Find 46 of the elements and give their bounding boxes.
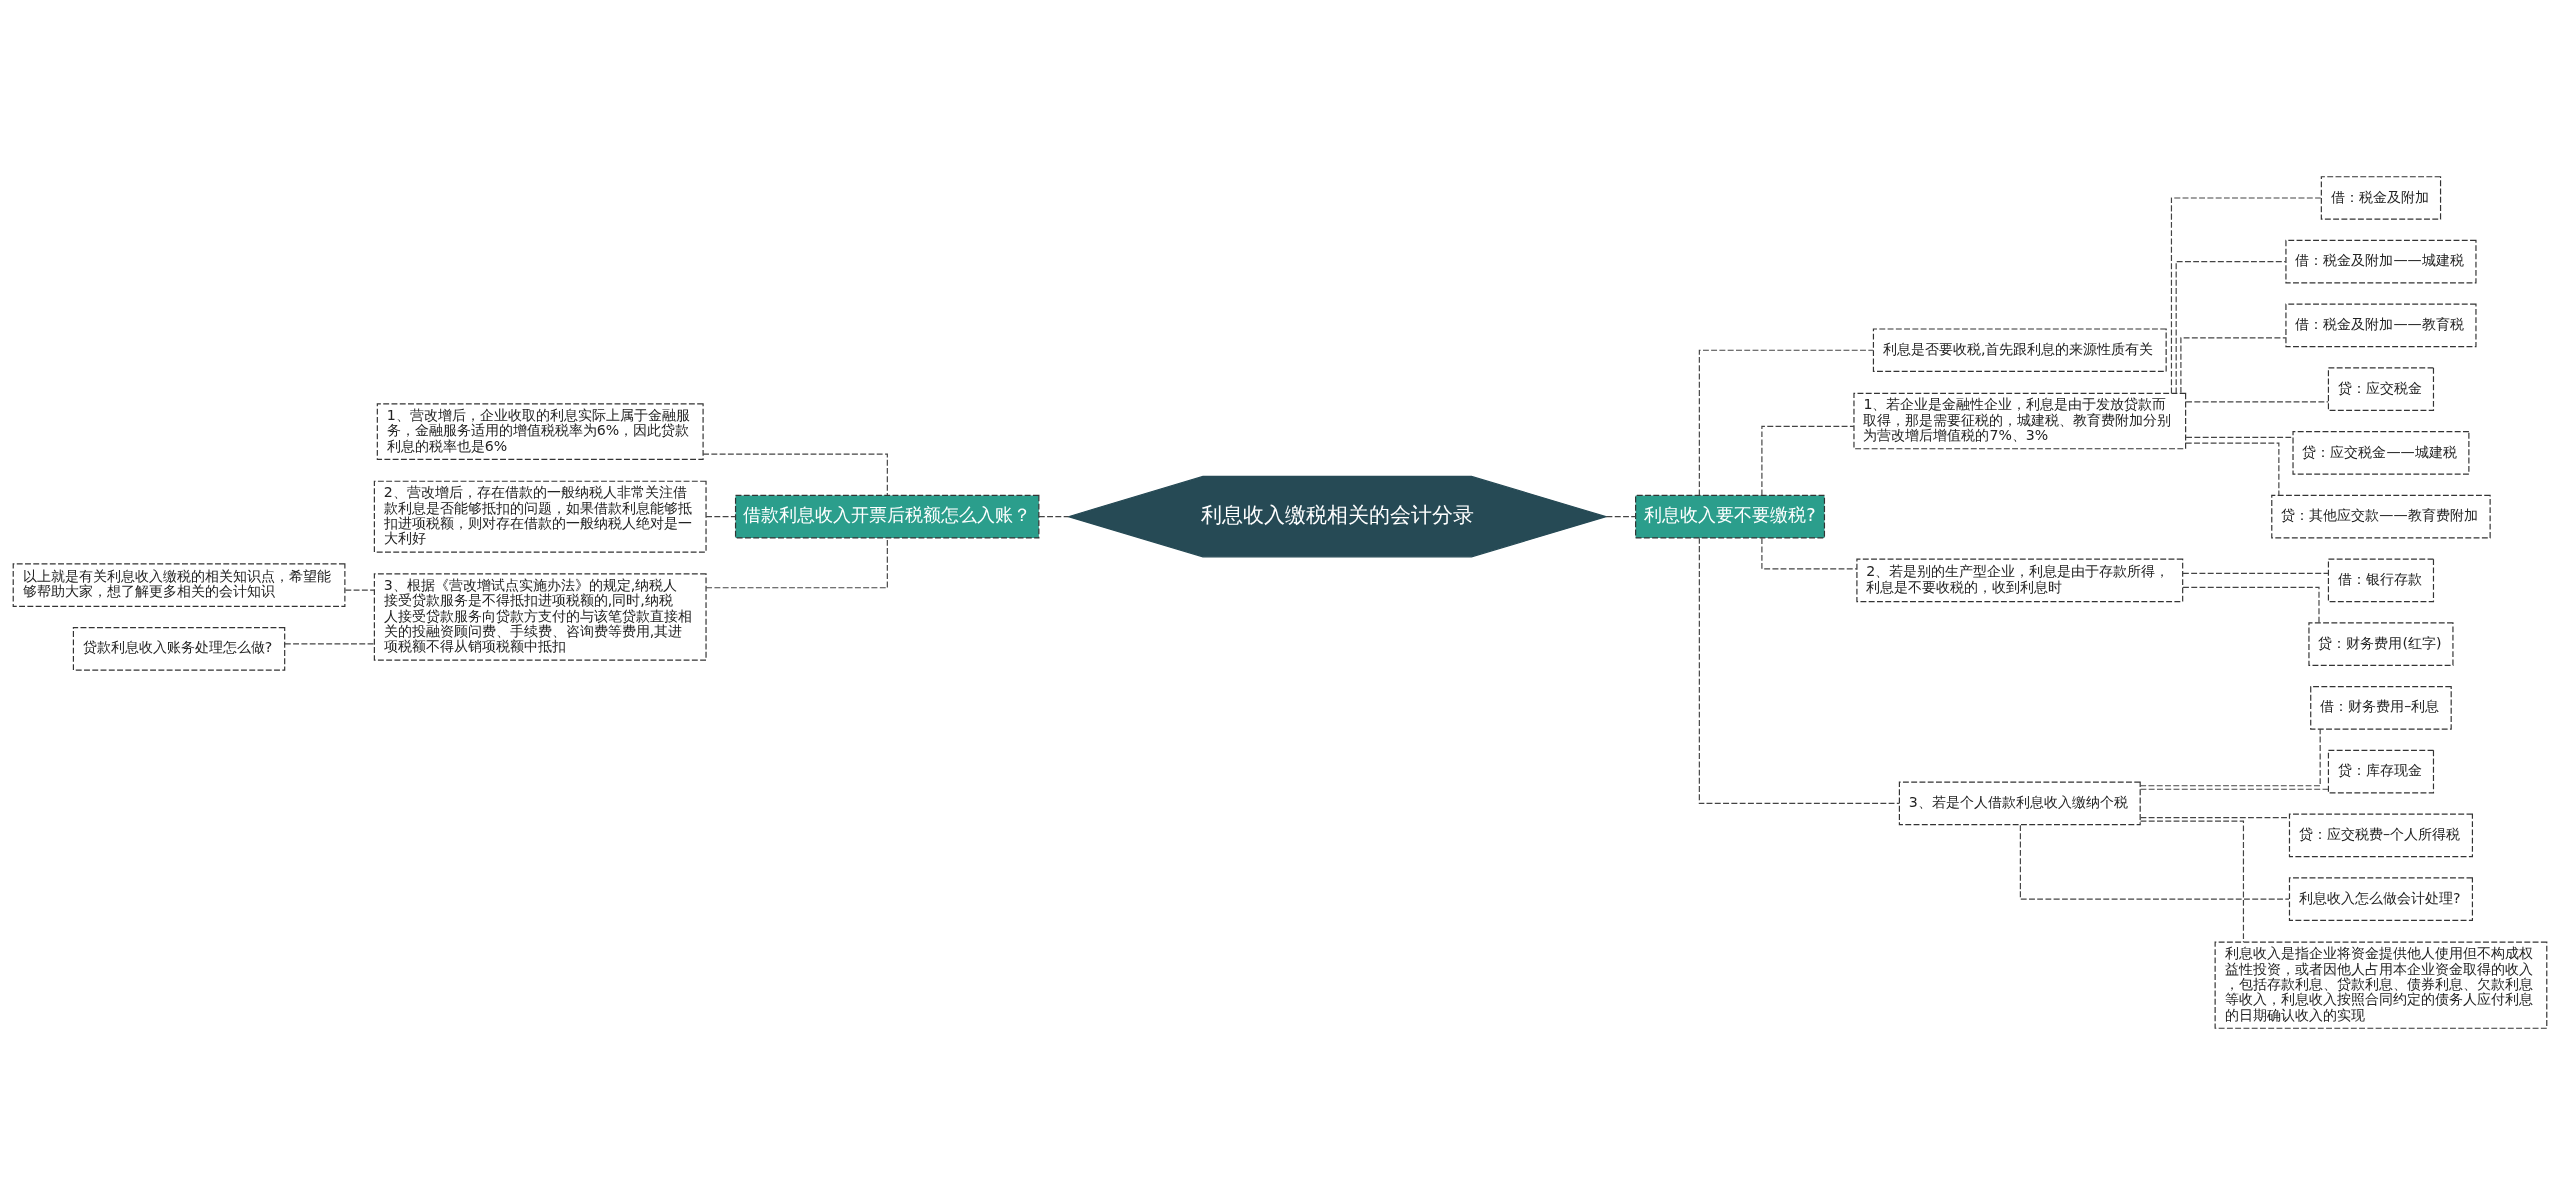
connector [705, 515, 736, 517]
node-box: 借：税金及附加——教育税 [2285, 303, 2477, 347]
node-box: 借款利息收入开票后税额怎么入账？ [734, 494, 1040, 538]
node-box: 1、营改增后，企业收取的利息实际上属于金融服务，金融服务适用的增值税税率为6%，因此贷款利息的税率也是6% [376, 402, 704, 460]
connector [2170, 196, 2322, 394]
node-box: 2、若是别的生产型企业，利息是由于存款所得，利息是不要收税的，收到利息时 [1856, 558, 2184, 602]
connector [2180, 336, 2287, 393]
connector [344, 589, 375, 591]
connector [2185, 442, 2280, 496]
node-box: 利息收入怎么做会计处理? [2288, 876, 2473, 921]
connector [1605, 515, 1637, 517]
node-box: 贷款利息收入账务处理怎么做? [72, 626, 286, 671]
connector [1698, 349, 1874, 496]
node-box: 借：银行存款 [2327, 558, 2435, 602]
connector [1698, 537, 1900, 804]
node-box: 贷：其他应交款——教育费附加 [2271, 494, 2491, 538]
connector [2175, 260, 2287, 394]
connector [2139, 820, 2245, 943]
node-box: 3、若是个人借款利息收入缴纳个税 [1898, 781, 2141, 825]
connector [1038, 515, 1070, 517]
node-box: 贷：应交税金 [2327, 366, 2435, 411]
node-box: 3、根据《营改增试点实施办法》的规定,纳税人接受贷款服务是不得抵扣进项税额的,同时,纳税人接受贷款服务向贷款方支付的与该笔贷款直接相关的投融资顾问费、手续费、咨询费等费用,其进项税额不得从销项税额中抵扣 [373, 572, 707, 661]
connector [2185, 400, 2329, 402]
connector [2139, 728, 2321, 786]
node-box: 以上就是有关利息收入缴税的相关知识点，希望能够帮助大家，想了解更多相关的会计知识 [12, 562, 346, 607]
connector [284, 642, 375, 644]
node-box: 借：税金及附加 [2320, 175, 2442, 220]
connector [702, 453, 888, 496]
node-box: 2、营改增后，存在借款的一般纳税人非常关注借款利息是否能够抵扣的问题，如果借款利息能够抵扣进项税额，则对存在借款的一般纳税人绝对是一大利好 [373, 480, 707, 553]
connector [2182, 572, 2329, 574]
node-box: 利息是否要收税,首先跟利息的来源性质有关 [1872, 327, 2167, 372]
node-box: 贷：库存现金 [2327, 749, 2435, 793]
node-box: 利息收入是指企业将资金提供他人使用但不构成权益性投资，或者因他人占用本企业资金取得的收入，包括存款利息、贷款利息、债券利息、欠款利息等收入，利息收入按照合同约定的债务人应付利息的日期确认收入的实现 [2214, 941, 2548, 1029]
connector [2185, 436, 2294, 438]
node-box: 利息收入要不要缴税? [1635, 494, 1826, 538]
node-box: 借：税金及附加——城建税 [2285, 239, 2477, 284]
connector [2182, 586, 2320, 623]
node-box: 贷：应交税金——城建税 [2292, 430, 2470, 475]
node-box: 贷：财务费用(红字) [2308, 621, 2454, 666]
node-box: 贷：应交税费–个人所得税 [2288, 812, 2473, 857]
connector [2139, 788, 2329, 790]
node-box: 借：财务费用–利息 [2310, 685, 2452, 730]
node-box: 1、若企业是金融性企业，利息是由于发放贷款而取得，那是需要征税的，城建税、教育费附加分别为营改增后增值税的7%、3% [1853, 392, 2187, 449]
connector [1761, 537, 1858, 569]
connector [1761, 425, 1855, 496]
connector [2019, 824, 2290, 900]
